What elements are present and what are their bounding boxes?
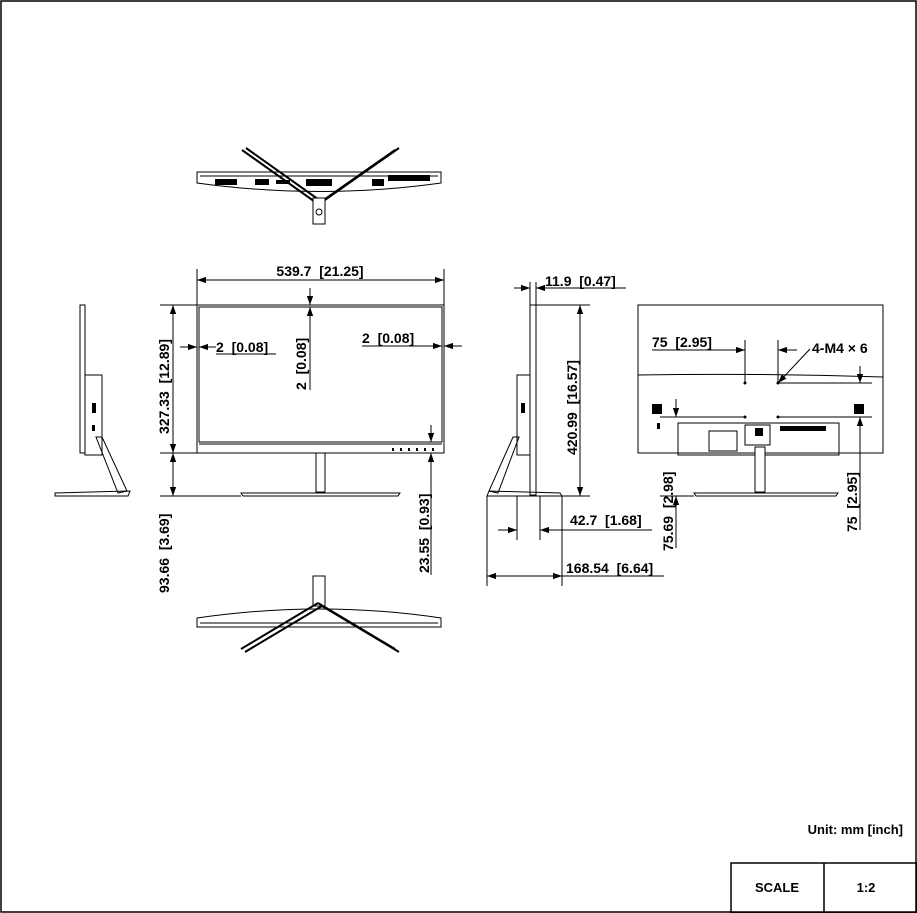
dim-bezel-right-label: 2 [0.08]: [362, 330, 414, 346]
dim-vesa-h-label: 75 [2.95]: [652, 334, 712, 350]
bottom-view: [196, 575, 442, 653]
top-view: [196, 147, 442, 225]
dim-panel-depth-label: 11.9 [0.47]: [545, 273, 616, 289]
dim-base-depth-label: 168.54 [6.64]: [566, 560, 653, 576]
dim-bottom-bezel-label: 23.55 [0.93]: [416, 494, 432, 573]
dim-panel-height-label: 327.33 [12.89]: [156, 339, 172, 434]
rear-view: [637, 304, 884, 497]
dim-stand-height-label: 93.66 [3.69]: [156, 514, 172, 593]
dim-bezel-side-label: 2 [0.08]: [216, 339, 268, 355]
dimension-lines: [160, 269, 872, 586]
dim-neck-depth-label: 42.7 [1.68]: [570, 512, 642, 528]
dim-screws-label: 4-M4 × 6: [812, 340, 868, 356]
dim-vesa-offset-label: 75.69 [2.98]: [660, 472, 676, 551]
right-side-view: [486, 304, 563, 497]
scale-label: SCALE: [755, 880, 799, 895]
dim-width-label: 539.7 [21.25]: [276, 263, 363, 279]
scale-value: 1:2: [857, 880, 876, 895]
title-block: [730, 862, 917, 913]
dim-total-height-label: 420.99 [16.57]: [564, 360, 580, 455]
left-side-view: [54, 304, 131, 497]
front-view: [196, 304, 445, 497]
unit-note: Unit: mm [inch]: [808, 822, 903, 837]
dim-vesa-v-label: 75 [2.95]: [844, 472, 860, 532]
dim-bezel-top-label: 2 [0.08]: [293, 338, 309, 390]
